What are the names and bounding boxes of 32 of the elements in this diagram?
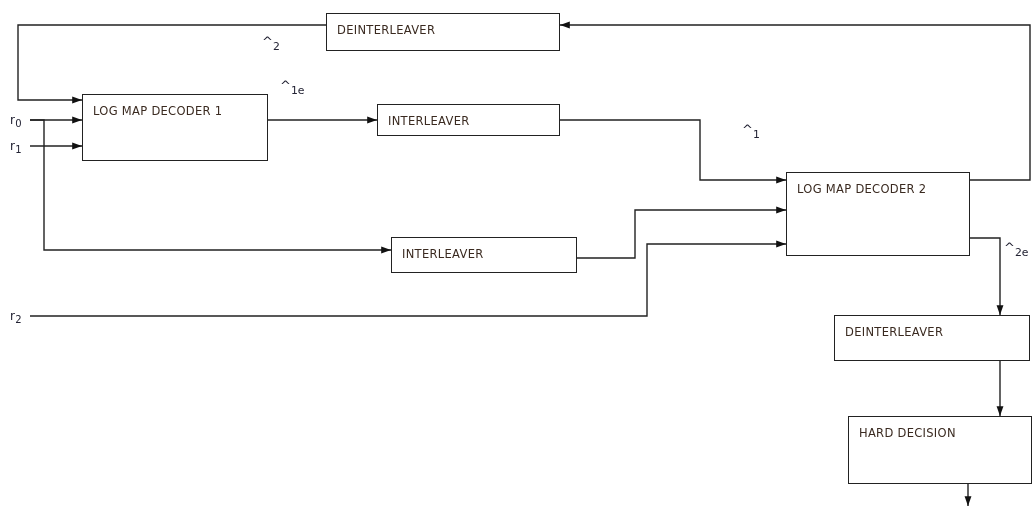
process-box [786,172,970,256]
arrow [267,116,378,124]
arrow [969,237,1004,316]
arrow [964,483,972,507]
arrow [559,21,1031,181]
box-text: DEINTERLEAVER [337,22,436,39]
box-text: LOG MAP DECODER 2 [797,181,927,198]
process-box [326,13,560,51]
edge-label: ^$_{1}$ [742,122,760,141]
box-text: INTERLEAVER [388,113,470,130]
signal-label: r$_{1}$ [10,138,30,156]
arrow [29,142,83,150]
box-text: LOG MAP DECODER 1 [93,103,223,120]
process-box [848,416,1032,484]
box-text: INTERLEAVER [402,246,484,263]
process-box [834,315,1030,361]
edge-label: ^$_{2e}$ [1004,240,1029,259]
box-text: DEINTERLEAVER [845,324,944,341]
arrow [576,206,787,259]
box-text: HARD DECISION [859,425,956,442]
process-box [82,94,268,161]
arrow [996,360,1004,417]
edge-label: ^$_{1e}$ [280,78,305,97]
process-box [391,237,577,273]
signal-label: r$_{0}$ [10,112,30,130]
arrow [17,24,327,104]
signal-label: r$_{2}$ [10,308,30,326]
process-box [377,104,560,136]
arrow [29,119,392,254]
arrow [559,119,787,184]
edge-label: ^$_{2}$ [262,34,280,53]
arrow [29,240,787,317]
